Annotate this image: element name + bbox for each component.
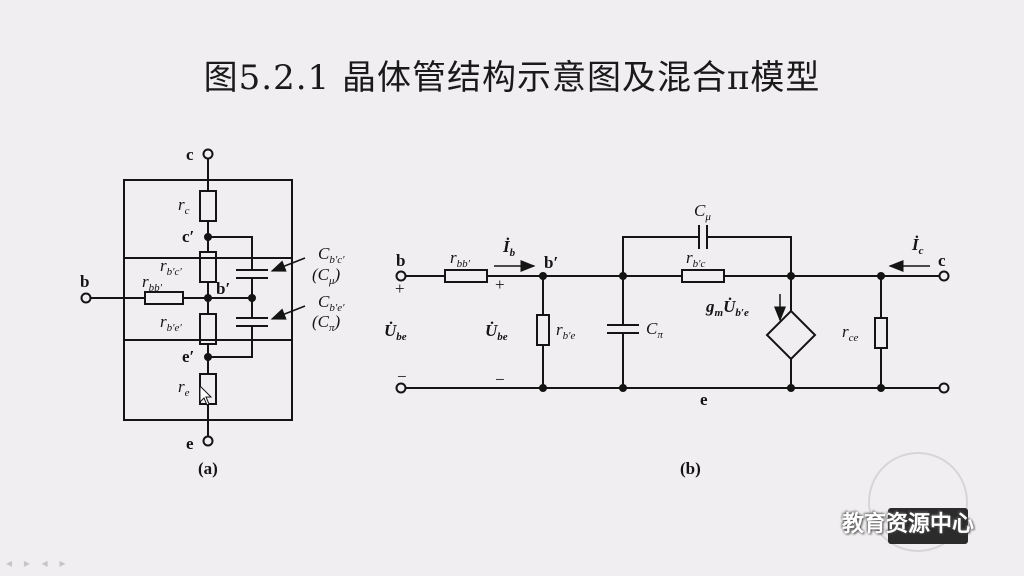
- terminal-b-a: [80, 292, 92, 304]
- resistor-rbe-b: [536, 314, 550, 346]
- label-c-a: c: [186, 145, 194, 164]
- label-re: re: [178, 377, 190, 399]
- label-gm-source: gmU̇b′e: [705, 297, 749, 319]
- terminal-b-b: [395, 270, 407, 282]
- node-b-prime: [204, 294, 212, 302]
- watermark-text: 教育资源中心: [842, 512, 975, 537]
- label-rbb-a: rbb′: [142, 272, 163, 294]
- label-b-b: b: [396, 251, 405, 270]
- resistor-rce: [874, 317, 888, 349]
- label-rbe-a: rb′e′: [160, 312, 182, 334]
- label-e-prime: e′: [182, 347, 194, 366]
- watermark-badge: [888, 508, 968, 544]
- terminal-c-a: [202, 148, 214, 160]
- node-cap-junction: [248, 294, 256, 302]
- label-b-prime-b: b′: [544, 253, 558, 272]
- label-c-prime: c′: [182, 227, 194, 246]
- node-c-prime: [204, 233, 212, 241]
- label-plus-in: +: [395, 279, 405, 298]
- label-minus-in: −: [397, 367, 407, 386]
- figure-b-hybrid-pi-model: [405, 225, 940, 389]
- label-cap-mu: (Cμ): [312, 265, 341, 287]
- label-ic: İc: [911, 235, 924, 257]
- label-rbc-b: rb′c: [686, 248, 706, 270]
- dependent-current-source: [765, 309, 817, 361]
- label-cap-pi: (Cπ): [312, 312, 341, 334]
- label-cap-bc: Cb′c′: [318, 244, 345, 266]
- resistor-rbc: [199, 251, 217, 283]
- node-b-prime-b: [539, 272, 547, 280]
- figure-a-transistor-structure: [90, 158, 306, 436]
- terminal-e-a: [202, 435, 214, 447]
- caption-a: (a): [198, 459, 218, 478]
- label-ube-mid: U̇be: [485, 321, 508, 343]
- label-cpi: Cπ: [646, 319, 663, 341]
- label-rbb-b: rbb′: [450, 248, 471, 270]
- label-ib: İb: [502, 237, 516, 259]
- label-e-b: e: [700, 390, 708, 409]
- terminal-c-b: [938, 270, 950, 282]
- label-b-prime-a: b′: [216, 279, 230, 298]
- label-rce: rce: [842, 322, 859, 344]
- label-plus-2: +: [495, 275, 505, 294]
- label-b-a: b: [80, 272, 89, 291]
- resistor-rc: [199, 190, 217, 222]
- slide-title: 图5.2.1 晶体管结构示意图及混合π模型: [203, 58, 821, 98]
- terminal-e-right: [938, 382, 950, 394]
- label-rc: rc: [178, 195, 190, 217]
- node-e-prime: [204, 353, 212, 361]
- label-minus-2: −: [495, 370, 505, 389]
- mouse-cursor-icon: [199, 384, 213, 406]
- nav-arrows-icon[interactable]: ◂ ▸ ◂ ▸: [6, 556, 70, 570]
- terminal-e-left: [395, 382, 407, 394]
- label-e-a: e: [186, 434, 194, 453]
- label-rbc-a: rb′c′: [160, 256, 182, 278]
- label-cmu: Cμ: [694, 201, 711, 223]
- caption-b: (b): [680, 459, 701, 478]
- label-cap-be: Cb′e′: [318, 292, 345, 314]
- label-ube-in: U̇be: [384, 321, 407, 343]
- label-rbe-b: rb′e: [556, 320, 576, 342]
- seal-logo: [868, 452, 968, 552]
- resistor-rbb-b: [444, 269, 488, 283]
- label-c-b: c: [938, 251, 946, 270]
- resistor-rbc-b: [681, 269, 725, 283]
